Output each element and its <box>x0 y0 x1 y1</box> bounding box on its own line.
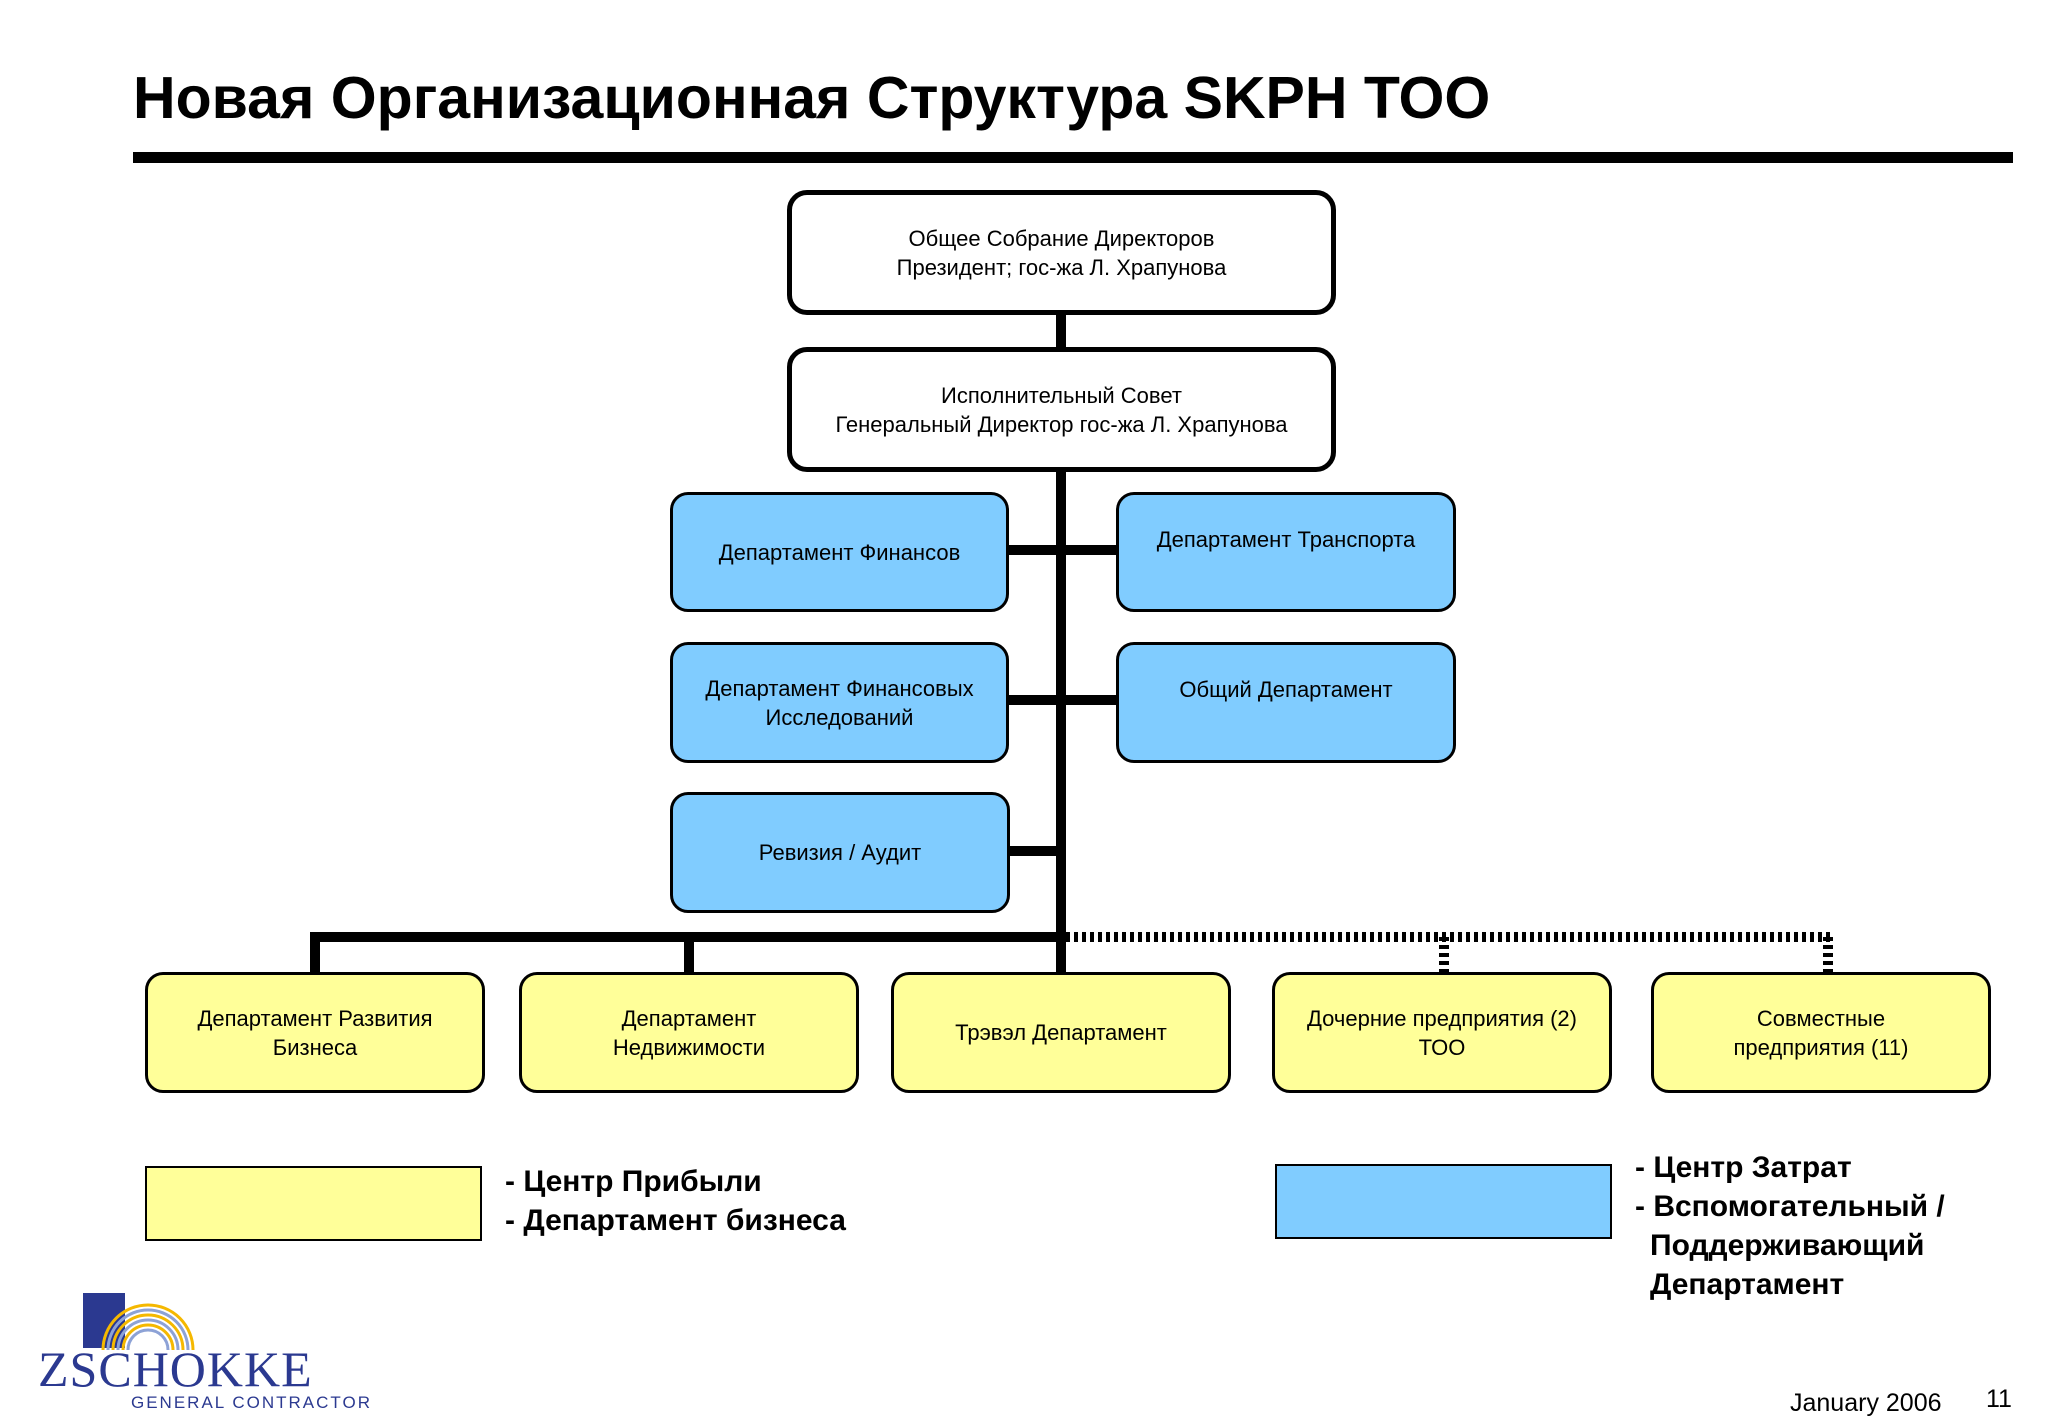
legend-cost-center-line2: - Вспомогательный / <box>1635 1190 1945 1223</box>
finance-department-label: Департамент Финансов <box>718 539 961 565</box>
executive-council-box: Исполнительный Совет Генеральный Директо… <box>787 347 1336 472</box>
subsidiaries-box: Дочерние предприятия (2) ТОО <box>1272 972 1612 1093</box>
board-of-directors-title: Общее Собрание Директоров <box>908 225 1215 251</box>
business-development-department-box: Департамент Развития Бизнеса <box>145 972 485 1093</box>
audit-box: Ревизия / Аудит <box>670 792 1010 913</box>
travel-department-label: Трэвэл Департамент <box>955 1020 1167 1045</box>
audit-label: Ревизия / Аудит <box>758 840 922 865</box>
legend-cost-center-text: - Центр Затрат - Вспомогательный / Подде… <box>1635 1148 1945 1304</box>
page-title: Новая Организационная Структура SKPH ТОО <box>133 65 1491 131</box>
legend-profit-center-line2: - Департамент бизнеса <box>505 1204 846 1237</box>
subsidiaries-label-line2: ТОО <box>1418 1034 1466 1060</box>
real-estate-label-line2: Недвижимости <box>612 1034 766 1060</box>
travel-department-box: Трэвэл Департамент <box>891 972 1231 1093</box>
finance-department-box: Департамент Финансов <box>670 492 1009 612</box>
logo-tagline: GENERAL CONTRACTOR <box>131 1393 372 1412</box>
legend-profit-center-text: - Центр Прибыли - Департамент бизнеса <box>505 1162 846 1240</box>
logo-arc-emblem <box>83 1293 195 1350</box>
business-development-label-line1: Департамент Развития <box>197 1005 433 1031</box>
board-of-directors-president: Президент; гос-жа Л. Храпунова <box>896 254 1227 280</box>
legend-cost-center-line3: Поддерживающий <box>1650 1229 1925 1262</box>
joint-ventures-box: Совместные предприятия (11) <box>1651 972 1991 1093</box>
general-department-box: Общий Департамент <box>1116 642 1456 763</box>
footer-date: January 2006 <box>1790 1389 1942 1417</box>
joint-ventures-label-line1: Совместные <box>1756 1005 1886 1031</box>
legend-cost-center-swatch <box>1275 1164 1612 1239</box>
financial-research-department-box: Департамент Финансовых Исследований <box>670 642 1009 763</box>
subsidiaries-label-line1: Дочерние предприятия (2) <box>1307 1005 1577 1031</box>
legend-cost-center-line4: Департамент <box>1650 1268 1845 1301</box>
legend-cost-center-line1: - Центр Затрат <box>1635 1151 1852 1184</box>
page-number: 11 <box>1986 1385 2012 1413</box>
financial-research-department-label-line1: Департамент Финансовых <box>705 675 974 701</box>
executive-council-title: Исполнительный Совет <box>941 382 1182 408</box>
real-estate-label-line1: Департамент <box>621 1005 757 1031</box>
title-underline <box>133 152 2013 163</box>
executive-council-director: Генеральный Директор гос-жа Л. Храпунова <box>835 411 1288 437</box>
transport-department-box: Департамент Транспорта <box>1116 492 1456 612</box>
joint-ventures-label-line2: предприятия (11) <box>1733 1034 1909 1060</box>
financial-research-department-label-line2: Исследований <box>765 704 914 730</box>
legend-profit-center-swatch <box>145 1166 482 1241</box>
zschokke-logo: ZSCHOKKE GENERAL CONTRACTOR <box>38 1290 370 1415</box>
real-estate-department-box: Департамент Недвижимости <box>519 972 859 1093</box>
general-department-label: Общий Департамент <box>1179 677 1393 702</box>
logo-wordmark: ZSCHOKKE <box>38 1341 313 1397</box>
legend-profit-center-line1: - Центр Прибыли <box>505 1165 762 1198</box>
transport-department-label: Департамент Транспорта <box>1156 527 1416 552</box>
business-development-label-line2: Бизнеса <box>272 1034 358 1060</box>
board-of-directors-box: Общее Собрание Директоров Президент; гос… <box>787 190 1336 315</box>
